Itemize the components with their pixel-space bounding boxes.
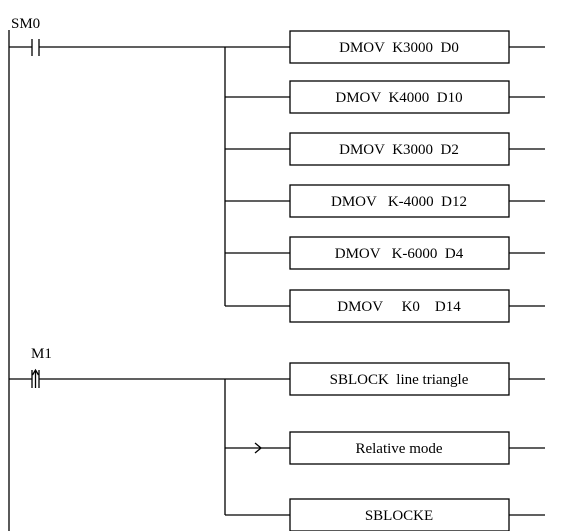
instruction-block-dmov-d4: DMOV K-6000 D4 xyxy=(289,236,545,270)
instruction-text: SBLOCKE xyxy=(365,508,433,524)
branch-wires-rung2 xyxy=(225,378,290,516)
instruction-block-dmov-d0: DMOV K3000 D0 xyxy=(289,30,545,64)
instruction-text: DMOV K3000 D2 xyxy=(339,142,459,158)
instruction-text: Relative mode xyxy=(355,441,442,457)
instruction-text: SBLOCK line triangle xyxy=(330,372,469,388)
instruction-block-dmov-d14: DMOV K0 D14 xyxy=(289,289,545,323)
instruction-block-sblock: SBLOCK line triangle xyxy=(289,362,545,396)
instruction-block-dmov-d2: DMOV K3000 D2 xyxy=(289,132,545,166)
contact-m1-rising-edge xyxy=(9,368,225,388)
branch-arrow-icon xyxy=(254,442,263,454)
contact-label-m1: M1 xyxy=(31,346,52,362)
instruction-text: DMOV K0 D14 xyxy=(337,299,461,315)
contact-sm0-normally-open xyxy=(9,39,225,56)
instruction-text: DMOV K-4000 D12 xyxy=(331,194,467,210)
instruction-block-relative-mode: Relative mode xyxy=(289,431,545,465)
instruction-block-dmov-d10: DMOV K4000 D10 xyxy=(289,80,545,114)
instruction-block-dmov-d12: DMOV K-4000 D12 xyxy=(289,184,545,218)
instruction-text: DMOV K4000 D10 xyxy=(335,90,462,106)
branch-wires-rung1 xyxy=(225,46,290,307)
contact-label-sm0: SM0 xyxy=(11,16,40,32)
instruction-text: DMOV K-6000 D4 xyxy=(335,246,464,262)
instruction-block-sblocke: SBLOCKE xyxy=(289,498,545,531)
instruction-text: DMOV K3000 D0 xyxy=(339,40,459,56)
